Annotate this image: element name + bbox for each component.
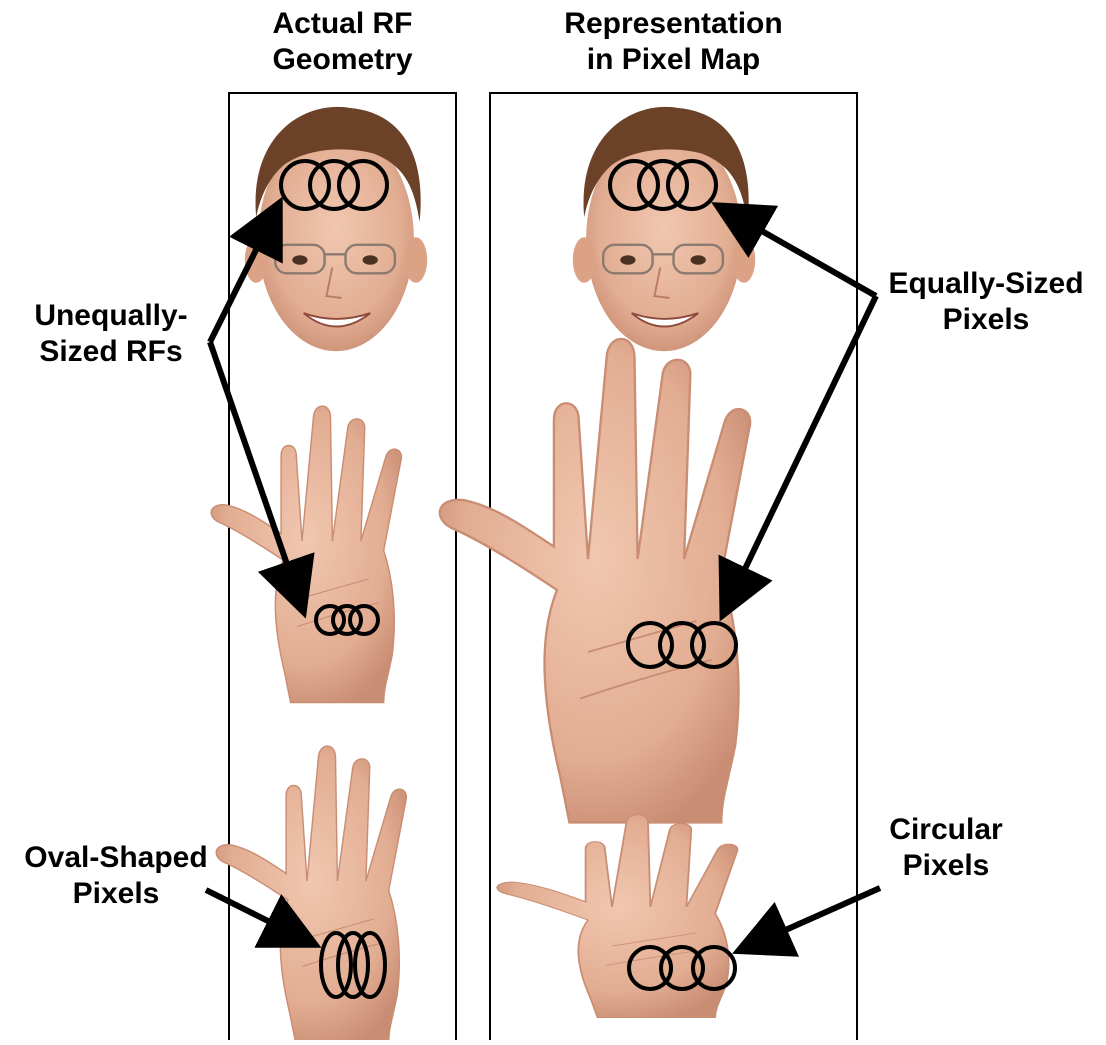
arrow-equal-to-hand	[730, 296, 876, 600]
right-column-title: Representation in Pixel Map	[490, 6, 857, 78]
left-column-title: Actual RF Geometry	[229, 6, 456, 78]
hand-image-right-middle	[440, 339, 750, 823]
label-oval-shaped-pixels: Oval-Shaped Pixels	[0, 840, 232, 912]
label-unequally-sized-rfs: Unequally- Sized RFs	[0, 298, 222, 370]
hand-image-left-bottom	[216, 746, 406, 1040]
label-equally-sized-pixels: Equally-Sized Pixels	[866, 266, 1106, 338]
hand-image-left-middle	[211, 406, 401, 702]
label-circular-pixels: Circular Pixels	[866, 812, 1026, 884]
face-image-left	[245, 107, 427, 351]
arrow-circular	[754, 888, 880, 944]
face-image-right	[573, 107, 755, 351]
